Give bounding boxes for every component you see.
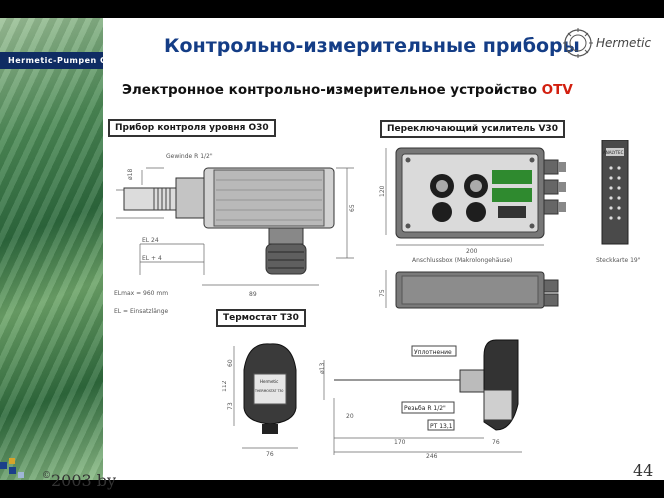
copyright-symbol: © xyxy=(42,471,51,481)
footer-bar: ©2003 by xyxy=(0,471,664,498)
sidebar-decoration xyxy=(0,18,103,480)
page-title: Контрольно-измерительные приборы xyxy=(164,35,580,57)
t30-w76b: 76 xyxy=(492,439,500,446)
v30-anschluss: Anschlussbox (Makrolongehäuse) xyxy=(412,257,512,264)
o30-drawing: Gewinde R 1/2" ø18 65 EL 24 EL + 4 ELmax… xyxy=(114,153,356,315)
t30-pt: PT 13,1 xyxy=(430,423,453,430)
slide-subtitle: Электронное контрольно-измерительное уст… xyxy=(122,82,573,98)
t30-brand: Hermetic xyxy=(260,379,278,384)
t30-model: THERMOSTAT T30 xyxy=(254,389,283,393)
o30-el-def: EL = Einsatzlänge xyxy=(114,308,168,315)
footer-text: 2003 by xyxy=(51,471,117,490)
o30-el4: EL + 4 xyxy=(142,255,162,262)
t30-h73: 73 xyxy=(227,402,234,410)
v30-card-brand: ANALYTEC xyxy=(603,150,624,155)
t30-seal: Уплотнение xyxy=(414,349,452,356)
page-number: 44 xyxy=(633,461,654,480)
subtitle-text: Электронное контрольно-измерительное уст… xyxy=(122,82,542,98)
label-thermostat: Термостат Т30 xyxy=(216,309,306,327)
o30-h65: 65 xyxy=(349,204,356,212)
v30-drawing: ANALYTEC 120 200 Anschlussbox (Makrolong… xyxy=(379,140,641,309)
footer-copyright: ©2003 by xyxy=(42,471,116,490)
t30-w170: 170 xyxy=(394,439,406,446)
v30-w200: 200 xyxy=(466,248,478,255)
t30-d20: 20 xyxy=(346,413,354,420)
o30-elmax: ELmax = 960 mm xyxy=(114,290,168,297)
t30-h112: 112 xyxy=(222,380,228,392)
t30-drawing: Hermetic THERMOSTAT T30 Уплотнение Резьб… xyxy=(222,339,522,460)
o30-d18: ø18 xyxy=(127,169,134,180)
o30-w89: 89 xyxy=(249,291,257,298)
v30-h75: 75 xyxy=(379,289,386,297)
corner-dots xyxy=(0,458,24,478)
t30-h60: 60 xyxy=(227,359,234,367)
t30-thread: Резьба R 1/2" xyxy=(404,405,446,412)
t30-w76a: 76 xyxy=(266,451,274,458)
t30-w246: 246 xyxy=(426,453,438,460)
o30-el24: EL 24 xyxy=(142,237,159,244)
subtitle-model: OTV xyxy=(541,82,573,98)
o30-thread: Gewinde R 1/2" xyxy=(166,153,213,160)
v30-h120: 120 xyxy=(379,185,386,197)
label-amplifier: Переключающий усилитель V30 xyxy=(380,120,565,138)
main-area xyxy=(103,18,664,480)
logo-text: Hermetic xyxy=(596,36,651,50)
hermetic-logo: Hermetic xyxy=(563,28,651,58)
v30-steckkarte: Steckkarte 19" xyxy=(596,257,641,264)
label-level-device: Прибор контроля уровня О30 xyxy=(108,119,276,137)
t30-d3: ø13 xyxy=(319,363,326,374)
top-bar xyxy=(0,0,664,18)
